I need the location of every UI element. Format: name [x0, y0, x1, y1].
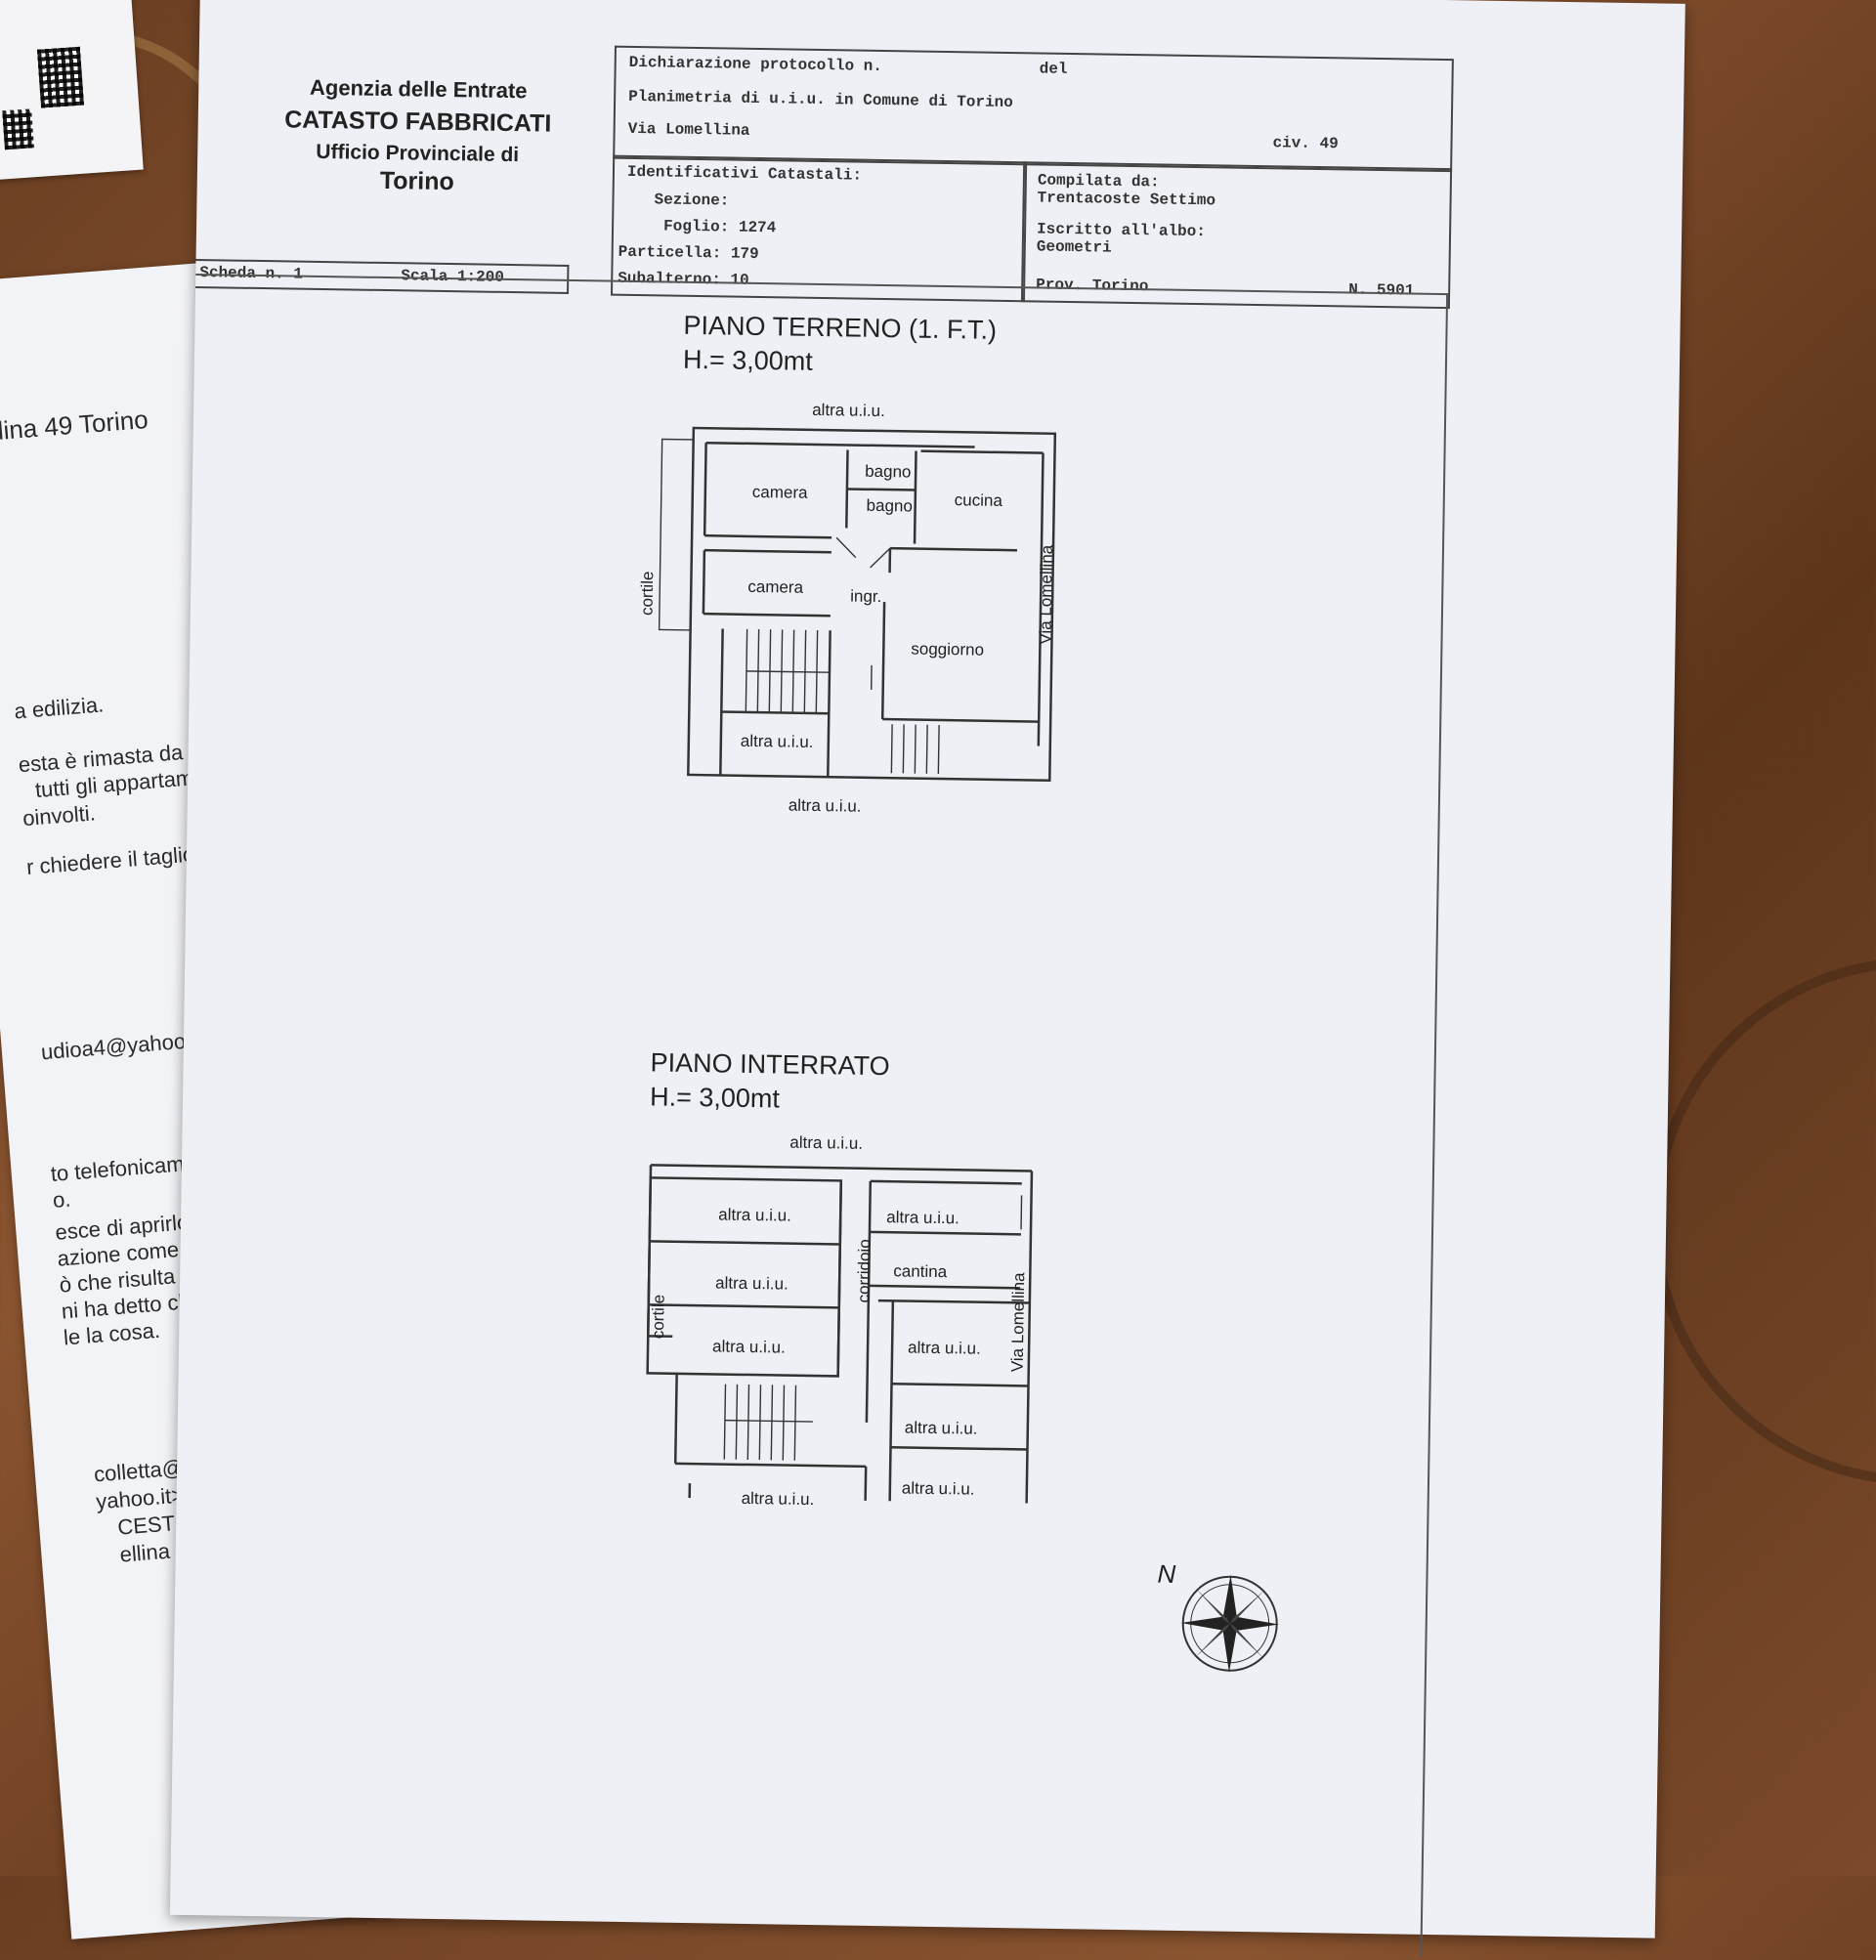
b-label-l3: altra u.i.u. — [712, 1337, 786, 1357]
email-text: o. — [52, 1187, 71, 1214]
b-label-bottom-left: altra u.i.u. — [742, 1489, 815, 1510]
desk-inlay — [1651, 958, 1876, 1485]
street-label: Via Lomellina — [628, 120, 750, 140]
gf-label-camera2: camera — [747, 577, 803, 598]
gf-label-street: Via Lomellina — [1036, 545, 1057, 645]
ground-floor-height: H.= 3,00mt — [683, 345, 813, 377]
gf-label-top: altra u.i.u. — [812, 401, 885, 421]
barcode — [2, 108, 34, 149]
register-value: Geometri — [1037, 237, 1112, 256]
agency-office: Ufficio Provinciale di — [256, 140, 578, 168]
agency-department: CATASTO FABBRICATI — [257, 106, 579, 139]
email-text: a edilizia. — [14, 692, 105, 724]
north-label: N — [1157, 1559, 1175, 1590]
gf-label-ingr: ingr. — [850, 587, 881, 608]
gf-label-cortile: cortile — [638, 571, 659, 616]
b-label-r4: altra u.i.u. — [902, 1478, 975, 1499]
email-text: CEST — [116, 1511, 176, 1541]
basement-plan — [636, 1150, 1052, 1509]
email-text: llina 49 Torino — [0, 405, 149, 447]
ground-floor-plan — [647, 417, 1063, 815]
compass-icon — [1175, 1569, 1285, 1679]
gf-label-bagno1: bagno — [865, 462, 912, 483]
b-label-r1: altra u.i.u. — [886, 1208, 959, 1228]
particella-value: Particella: 179 — [618, 243, 759, 263]
gf-label-altra-left: altra u.i.u. — [741, 732, 814, 752]
paper-stack — [0, 0, 144, 182]
agency-block: Agenzia delle Entrate CATASTO FABBRICATI… — [256, 74, 580, 198]
gf-label-bottom: altra u.i.u. — [789, 796, 862, 817]
ground-floor-title: PIANO TERRENO (1. F.T.) — [683, 311, 997, 346]
b-label-r2: altra u.i.u. — [908, 1339, 981, 1359]
foglio-value: Foglio: 1274 — [663, 217, 776, 236]
gf-label-soggiorno: soggiorno — [911, 640, 984, 660]
cadastral-sheet: Agenzia delle Entrate CATASTO FABBRICATI… — [170, 0, 1685, 1939]
agency-city: Torino — [256, 165, 578, 198]
gf-label-camera1: camera — [752, 483, 808, 503]
agency-name: Agenzia delle Entrate — [257, 74, 579, 105]
compiler-name: Trentacoste Settimo — [1037, 189, 1215, 209]
b-label-corridoio: corridoio — [854, 1239, 874, 1303]
basement-height: H.= 3,00mt — [650, 1082, 780, 1114]
b-label-r3: altra u.i.u. — [905, 1419, 978, 1439]
b-label-street: Via Lomellina — [1008, 1272, 1030, 1372]
gf-label-cucina: cucina — [955, 490, 1002, 511]
gf-label-bagno2: bagno — [866, 496, 913, 517]
email-text: oinvolti. — [21, 800, 96, 831]
barcode — [37, 47, 84, 108]
declaration-date-label: del — [1040, 60, 1068, 77]
b-label-cortile: cortile — [649, 1295, 669, 1340]
identifiers-label: Identificativi Catastali: — [627, 163, 862, 185]
civic-number: civ. 49 — [1272, 134, 1338, 152]
b-label-cantina: cantina — [893, 1261, 947, 1282]
b-label-l2: altra u.i.u. — [715, 1273, 789, 1294]
basement-title: PIANO INTERRATO — [650, 1047, 889, 1082]
compiled-by-label: Compilata da: — [1038, 171, 1160, 191]
b-label-top: altra u.i.u. — [789, 1133, 863, 1154]
sezione-label: Sezione: — [654, 191, 729, 209]
b-label-l1: altra u.i.u. — [718, 1205, 791, 1225]
